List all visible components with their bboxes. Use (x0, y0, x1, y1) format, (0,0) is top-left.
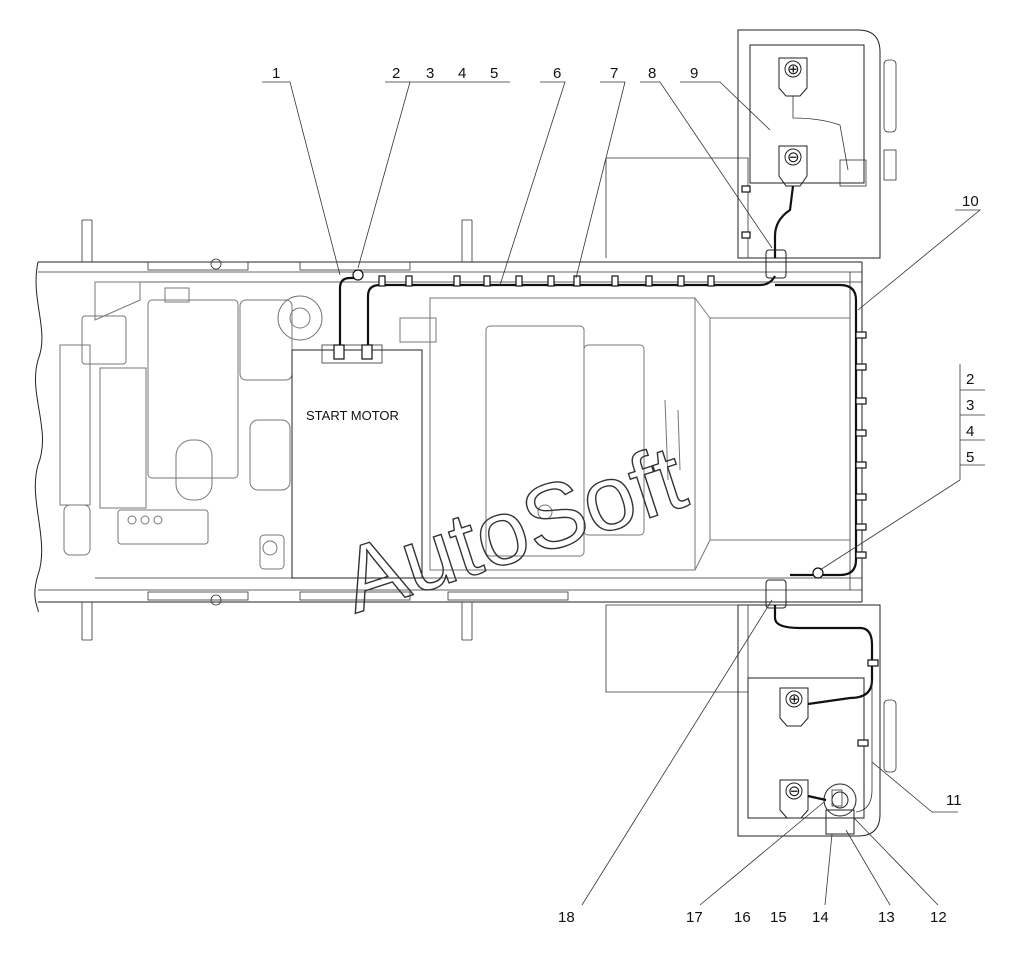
callout-7: 7 (610, 65, 618, 82)
battery-switch (823, 783, 857, 835)
callout-12: 12 (930, 909, 947, 926)
negative-symbol: ⊖ (788, 783, 801, 800)
upper-battery-positive-terminal: ⊕ (778, 57, 808, 97)
grommet-lower (765, 579, 787, 609)
grommet-upper (765, 249, 787, 279)
connector-2 (352, 269, 364, 281)
chassis-frame (34, 219, 863, 641)
callout-5: 5 (490, 65, 498, 82)
lower-battery-compartment (605, 604, 897, 837)
callout-18: 18 (558, 909, 575, 926)
callout-10: 10 (962, 193, 979, 210)
callout-9: 9 (690, 65, 698, 82)
callout-4: 4 (458, 65, 466, 82)
callout-stack-2: 2 (966, 371, 974, 388)
upper-battery-compartment (605, 29, 897, 259)
connector-5 (812, 567, 824, 579)
callout-15: 15 (770, 909, 787, 926)
engine-block (59, 281, 323, 570)
callout-stack-3: 3 (966, 397, 974, 414)
callout-11: 11 (946, 792, 962, 809)
start-motor-label: START MOTOR (306, 408, 399, 423)
harness-clips (333, 185, 879, 747)
lower-battery-negative-terminal: ⊖ (779, 779, 809, 819)
positive-symbol: ⊕ (788, 691, 801, 708)
callout-3: 3 (426, 65, 434, 82)
callout-stack-5: 5 (966, 449, 974, 466)
upper-battery-negative-terminal: ⊖ (778, 145, 808, 187)
callout-6: 6 (553, 65, 561, 82)
negative-symbol: ⊖ (787, 149, 800, 166)
callout-1: 1 (272, 65, 280, 82)
start-motor-box (291, 344, 423, 579)
callout-13: 13 (878, 909, 895, 926)
callout-stack-4: 4 (966, 423, 974, 440)
callout-16: 16 (734, 909, 751, 926)
callout-leaders (262, 81, 985, 906)
positive-symbol: ⊕ (787, 61, 800, 78)
callout-2: 2 (392, 65, 400, 82)
callout-17: 17 (686, 909, 703, 926)
transmission-area (399, 297, 850, 571)
callout-8: 8 (648, 65, 656, 82)
callout-14: 14 (812, 909, 829, 926)
lower-battery-positive-terminal: ⊕ (779, 687, 809, 727)
